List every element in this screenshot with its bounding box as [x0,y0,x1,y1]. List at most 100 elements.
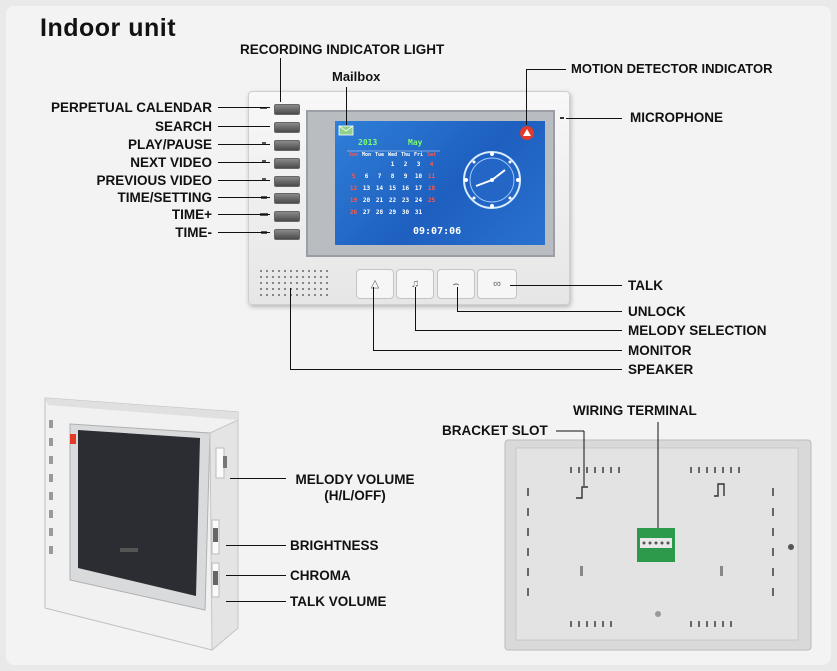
calendar-day: 2 [403,161,408,168]
calendar-weekday: Thu [400,152,411,158]
screen-time: 09:07:06 [413,226,462,237]
calendar-day: 27 [362,209,371,216]
label-time-minus: TIME- [175,225,212,240]
calendar-day: 5 [351,173,356,180]
calendar-day: 8 [390,173,395,180]
callout-line [230,478,286,479]
callout-line [290,369,622,370]
previous-video-button[interactable] [274,176,300,187]
calendar-day: 15 [388,185,397,192]
calendar-day: 20 [362,197,371,204]
callout-line [218,126,270,127]
callout-line [218,232,270,233]
calendar-day: 24 [414,197,423,204]
play-pause-button[interactable] [274,140,300,151]
calendar-day: 9 [403,173,408,180]
label-melody-volume: MELODY VOLUME [295,472,415,487]
calendar-day: 6 [364,173,369,180]
callout-line [218,180,270,181]
time-plus-button[interactable] [274,211,300,222]
callout-line [218,144,270,145]
callout-line [218,214,270,215]
callout-line [415,330,622,331]
label-talk-volume: TALK VOLUME [290,594,387,609]
callout-line [510,285,622,286]
label-monitor: MONITOR [628,343,692,358]
calendar-day: 22 [388,197,397,204]
calendar-day: 30 [401,209,410,216]
perpetual-calendar-button[interactable] [274,104,300,115]
callout-line [290,288,291,370]
label-play-pause: PLAY/PAUSE [127,137,212,152]
calendar-weekday: Sat [426,152,437,158]
microphone-hole [560,117,564,119]
search-button[interactable] [274,122,300,133]
mailbox-icon [338,125,354,136]
time-minus-button[interactable] [274,229,300,240]
label-brightness: BRIGHTNESS [290,538,379,553]
screen-year: 2013 [358,138,378,147]
calendar-day: 14 [375,185,384,192]
callout-line [457,287,458,312]
unlock-button[interactable]: ⌢ [437,269,475,299]
calendar-day: 23 [401,197,410,204]
label-recording-indicator-light: RECORDING INDICATOR LIGHT [240,42,445,57]
calendar-day: 17 [414,185,423,192]
monitor-icon: △ [370,278,380,290]
label-motion-detector-indicator: MOTION DETECTOR INDICATOR [571,61,773,76]
motion-detector-icon [520,126,534,140]
time-setting-button[interactable] [274,193,300,204]
label-bracket-slot: BRACKET SLOT [442,423,548,438]
callout-line [280,58,281,102]
calendar-weekday: Mon [361,152,372,158]
callout-line [226,545,286,546]
calendar-day: 7 [377,173,382,180]
monitor-button[interactable]: △ [356,269,394,299]
label-melody-selection: MELODY SELECTION [628,323,767,338]
speaker-grille [258,268,330,298]
talk-button[interactable]: ∞ [477,269,517,299]
callout-line [218,107,270,108]
label-unlock: UNLOCK [628,304,686,319]
callout-line [373,287,374,351]
label-talk: TALK [628,278,663,293]
callout-line [526,69,566,70]
label-next-video: NEXT VIDEO [130,155,212,170]
next-video-button[interactable] [274,158,300,169]
calendar-weekday: Tue [374,152,385,158]
calendar-day: 25 [427,197,436,204]
unlock-icon: ⌢ [452,278,460,290]
calendar-day: 19 [349,197,358,204]
callout-line [566,118,622,119]
calendar-day: 26 [349,209,358,216]
callout-line [373,350,622,351]
label-melody-volume-options: (H/L/OFF) [324,488,386,503]
calendar-day: 4 [429,161,434,168]
label-speaker: SPEAKER [628,362,694,377]
label-perpetual-calendar: PERPETUAL CALENDAR [50,100,212,115]
calendar-day: 16 [401,185,410,192]
calendar-day: 13 [362,185,371,192]
callout-line [218,162,270,163]
callout-line [226,601,286,602]
label-mailbox: Mailbox [332,69,381,84]
melody-icon: ♫ [410,278,420,290]
label-chroma: CHROMA [290,568,351,583]
clock-icon [463,151,521,209]
calendar-week-row: 19 20 21 22 23 24 25 [347,197,442,209]
calendar-day: 28 [375,209,384,216]
label-previous-video: PREVIOUS VIDEO [96,173,212,188]
label-time-plus: TIME+ [171,207,212,222]
calendar-weekday: Fri [413,152,424,158]
calendar-day: 3 [416,161,421,168]
callout-line [457,311,622,312]
calendar-day: 12 [349,185,358,192]
calendar-day: 18 [427,185,436,192]
calendar-day: 21 [375,197,384,204]
